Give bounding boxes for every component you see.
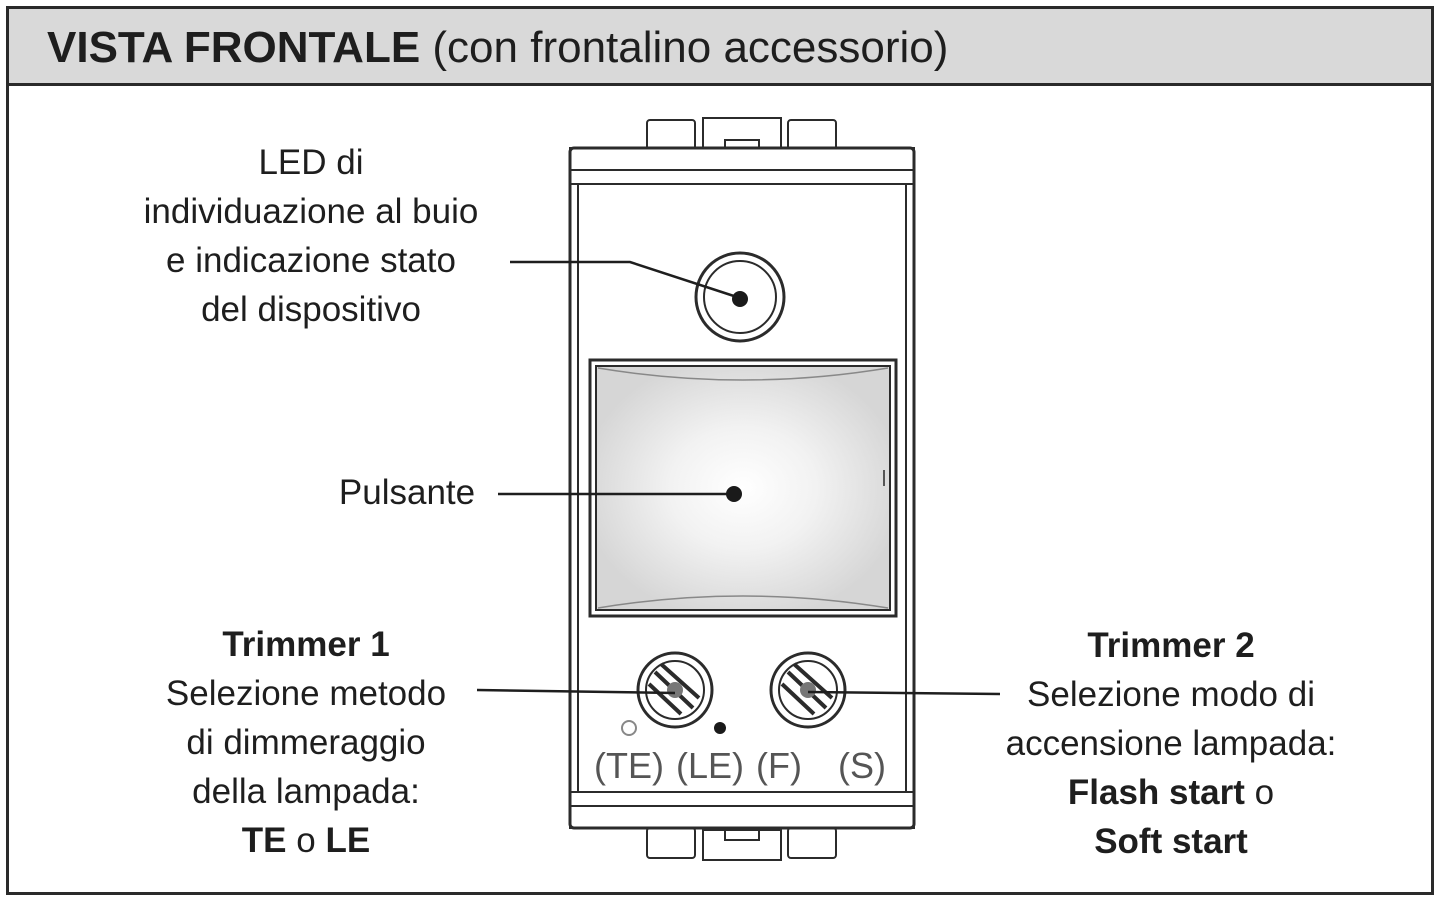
position-label-s: (S) [838, 745, 886, 786]
button-callout-label: Pulsante [338, 473, 476, 512]
trimmer-2-knob [769, 651, 847, 729]
trimmer-1-line: della lampada: [192, 772, 420, 811]
trimmer-2-option-b-row: Soft start [984, 817, 1358, 866]
trimmer-1-knob [636, 651, 714, 729]
position-label-f: (F) [756, 745, 802, 786]
trimmer-1-separator: o [296, 821, 316, 860]
led-callout: LED di individuazione al buio e indicazi… [100, 138, 522, 334]
button-callout: Pulsante [318, 468, 496, 517]
trimmer-2-separator: o [1254, 773, 1275, 812]
trimmer-2-callout: Trimmer 2 Selezione modo di accensione l… [984, 621, 1358, 866]
top-clips [646, 117, 837, 151]
trimmer-2-option-a-row: Flash start o [984, 768, 1358, 817]
trimmer-1-line: Selezione metodo [165, 674, 447, 713]
led-callout-line: individuazione al buio [143, 192, 479, 231]
position-label-le: (LE) [676, 745, 745, 786]
trimmer-1-title: Trimmer 1 [222, 625, 390, 664]
header-bar: VISTA FRONTALE (con frontalino accessori… [9, 9, 1431, 86]
led-callout-line: del dispositivo [201, 290, 421, 329]
position-label-te: (TE) [594, 745, 664, 786]
title-subtitle: (con frontalino accessorio) [432, 23, 949, 72]
trimmer-2-title: Trimmer 2 [1087, 626, 1255, 665]
trimmer-1-option-te: TE [241, 821, 287, 860]
push-button-shape [588, 358, 898, 618]
trimmer-1-callout: Trimmer 1 Selezione metodo di dimmeraggi… [130, 620, 482, 865]
leader-dots [726, 291, 748, 502]
title-bold: VISTA FRONTALE [47, 23, 421, 72]
bottom-clips [646, 827, 837, 861]
le-indicator-dot [714, 722, 726, 734]
trimmer-2-line: Selezione modo di [1027, 675, 1315, 714]
trimmer-1-line: di dimmeraggio [186, 723, 426, 762]
trimmer-2-option-flash: Flash start [1067, 773, 1245, 812]
trimmer-1-option-le: LE [325, 821, 371, 860]
trimmer-2-option-soft: Soft start [1094, 822, 1248, 861]
led-callout-line: LED di [258, 143, 364, 182]
trimmer-2-line: accensione lampada: [1005, 724, 1337, 763]
page-title: VISTA FRONTALE (con frontalino accessori… [47, 23, 948, 73]
led-callout-line: e indicazione stato [166, 241, 456, 280]
te-indicator-dot [621, 720, 637, 736]
leader-lines [476, 260, 1001, 696]
trimmer-1-options: TE o LE [130, 816, 482, 865]
